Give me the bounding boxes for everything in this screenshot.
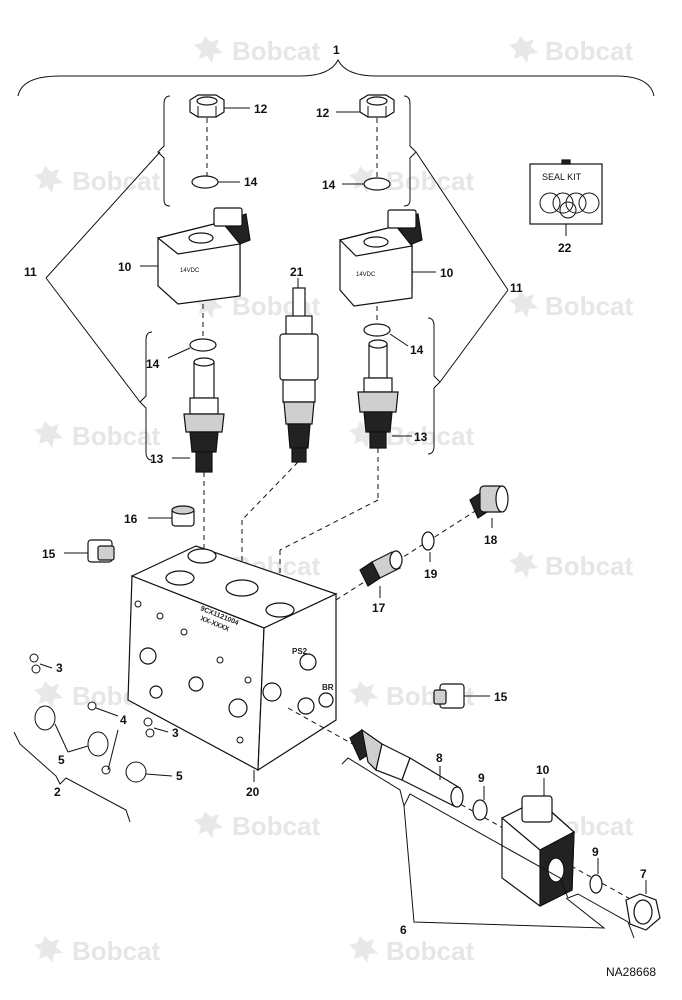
callout-14-left-bottom: 14 [146,357,160,371]
callout-8: 8 [436,751,443,765]
coil-label: 14VDC [180,268,200,274]
port-label-br: BR [322,683,334,692]
nut-left [189,94,225,118]
relief-valve [279,287,319,463]
callout-13-right: 13 [414,430,428,444]
callout-6: 6 [400,923,407,937]
watermark-text: Bobcat [545,551,633,581]
watermark-text: Bobcat [545,36,633,66]
leader-5-left [54,723,89,753]
axis-lower-solenoid [287,707,651,911]
callout-14-right-bottom: 14 [410,343,424,357]
left-upper-bracket [157,95,171,207]
cartridge-valve-8 [349,728,464,808]
o-ring-right-bottom [363,323,391,337]
callout-3-left: 3 [56,661,63,675]
leader-14-right-bottom [389,333,409,347]
document-number: NA28668 [606,965,656,979]
callout-14-right-top: 14 [322,178,336,192]
callout-9-right: 9 [592,845,599,859]
leader-5-right [145,773,173,777]
nut-lower [625,893,661,931]
seal-group-bracket [13,731,131,823]
axis-right-low-b [279,499,379,551]
callout-15-right: 15 [494,690,508,704]
callout-10-right: 10 [440,266,454,280]
solenoid-coil-left: 14VDC [156,207,251,305]
o-ring-left-bottom [189,338,217,352]
plug-16 [171,505,195,527]
watermark-text: Bobcat [386,936,474,966]
cartridge-valve-left [183,357,225,473]
callout-15-left: 15 [42,547,56,561]
callout-21: 21 [290,265,304,279]
o-ring-9-left [472,799,488,821]
watermark-text: Bobcat [386,166,474,196]
leader-11-left [45,151,161,403]
o-ring-9-right [589,874,603,894]
callout-10-left: 10 [118,260,132,274]
callout-11-right: 11 [510,281,523,295]
callout-20: 20 [246,785,260,799]
solenoid-coil-right: 14VDC [338,209,423,307]
fitting-18 [469,485,509,519]
cartridge-valve-right [357,339,399,449]
o-ring-19 [421,531,435,551]
callout-12-right: 12 [316,106,330,120]
callout-3-right: 3 [172,726,179,740]
callout-18: 18 [484,533,498,547]
callout-11-left: 11 [24,265,37,279]
seal-kit: SEAL KIT [529,159,603,225]
axis-fittings [335,507,481,601]
o-ring-left-top [191,175,219,189]
callout-1: 1 [333,43,340,57]
seal-kit-label: SEAL KIT [542,172,582,182]
watermark-text: Bobcat [72,166,160,196]
callout-13-left: 13 [150,452,164,466]
watermark-text: Bobcat [72,421,160,451]
leader-6 [403,805,606,929]
callout-19: 19 [424,567,438,581]
solenoid-coil-lower [500,795,576,907]
callout-14-left-top: 14 [244,175,258,189]
port-label-ps2: PS2 [292,647,308,656]
callout-16: 16 [124,512,138,526]
callout-17: 17 [372,601,386,615]
callout-12-left: 12 [254,102,268,116]
callout-10-lower: 10 [536,763,550,777]
callout-22: 22 [558,241,572,255]
watermark-text: Bobcat [232,36,320,66]
leader-3-right [153,727,169,733]
leader-14-left-bottom [167,347,191,359]
callout-7: 7 [640,867,647,881]
watermark-text: Bobcat [72,936,160,966]
manifold-block: 9CX1121004 XX-XXXX PS2 BR [127,545,338,772]
plug-15-left [87,539,115,563]
callout-2: 2 [54,785,61,799]
watermark-text: Bobcat [545,291,633,321]
lower-assembly-bracket [341,757,635,939]
leader-11-right [415,151,509,383]
callout-5-right: 5 [176,769,183,783]
seal-group-left [29,653,155,783]
coil-label: 14VDC [356,272,376,278]
watermark-text: Bobcat [232,811,320,841]
assembly-brace [17,58,655,97]
nut-right [359,94,395,118]
leader-4 [95,707,119,771]
callout-9-left: 9 [478,771,485,785]
callout-4: 4 [120,713,127,727]
leader-3-left [39,663,53,669]
fitting-17 [359,550,403,587]
axis-center-a [241,461,299,521]
o-ring-right-top [363,177,391,191]
callout-5-left: 5 [58,753,65,767]
